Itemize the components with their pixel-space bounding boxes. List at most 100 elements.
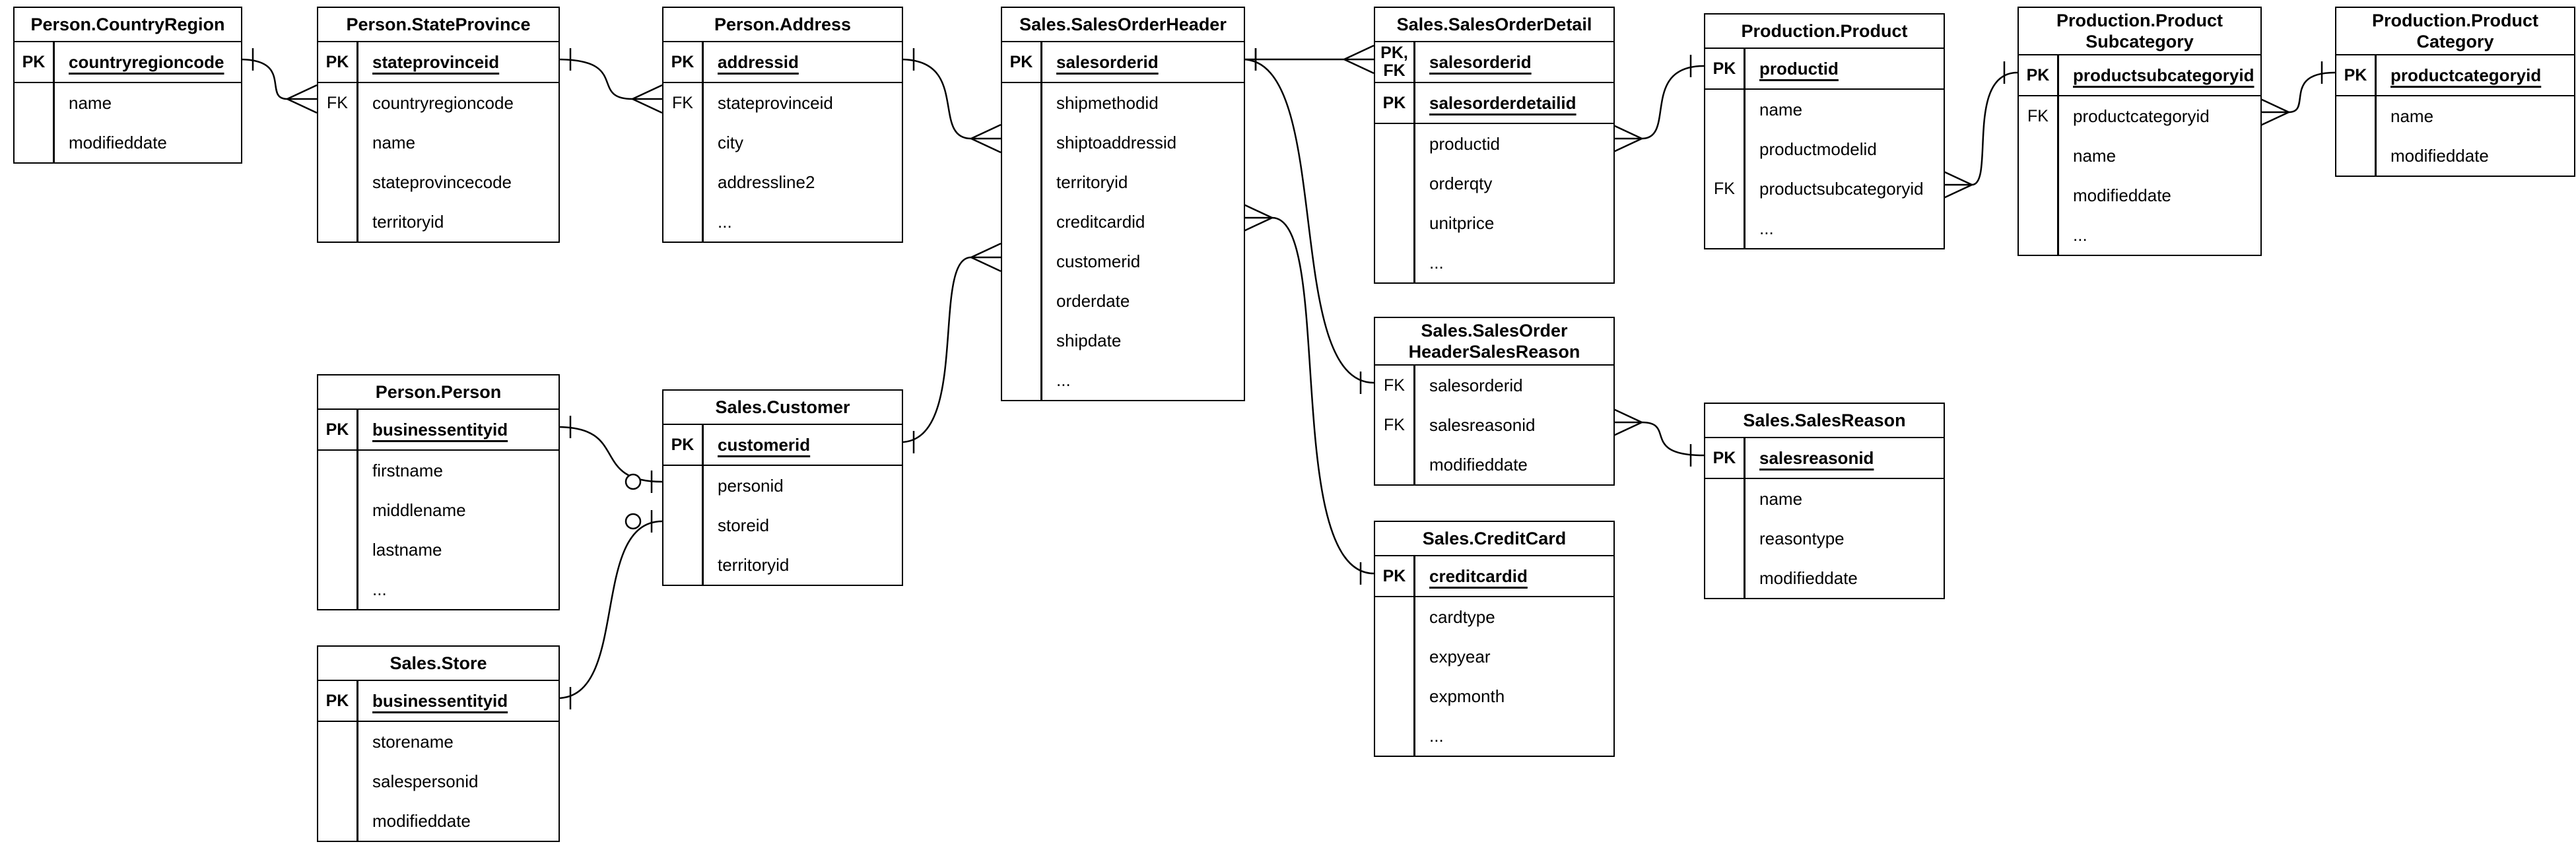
key-cell: PK — [22, 52, 46, 71]
connector-marker — [1611, 123, 1643, 140]
field-row: name — [2336, 96, 2574, 136]
field-name: ... — [2073, 224, 2087, 245]
connector-marker — [1942, 183, 1973, 200]
field-name: expyear — [1429, 646, 1491, 667]
field-name: productid — [1429, 133, 1500, 154]
field-name: storeid — [718, 515, 770, 535]
key-cell: FK — [1384, 415, 1405, 434]
field-row: name — [1705, 479, 1944, 519]
connector-address-to-salesorderheader — [900, 58, 972, 140]
connector-marker — [1242, 216, 1273, 233]
field-name: countryregioncode — [372, 92, 514, 113]
field-name: modifieddate — [2390, 145, 2489, 166]
connector-person-to-customer — [557, 426, 663, 483]
field-name: addressline2 — [718, 172, 815, 192]
field-name: shipdate — [1056, 330, 1122, 350]
field-row: salespersonid — [318, 762, 559, 801]
key-cell: PK — [1712, 59, 1736, 78]
connector-marker — [970, 242, 1001, 259]
field-name: name — [2073, 145, 2117, 166]
field-row: city — [663, 123, 902, 162]
connector-salesreason-to-salesorderheadersalesreason — [1641, 421, 1705, 457]
table-title: Production.Product Category — [2336, 8, 2574, 55]
field-name: name — [1759, 488, 1803, 509]
field-row: shiptoaddressid — [1002, 123, 1244, 162]
connector-marker — [287, 84, 318, 100]
field-name: salesorderid — [1429, 375, 1523, 395]
field-row: shipdate — [1002, 321, 1244, 360]
connector-stateprovince-to-address — [557, 58, 633, 100]
field-name: stateprovinceid — [718, 92, 833, 113]
key-cell: FK — [672, 93, 693, 112]
field-row: ... — [1375, 243, 1613, 282]
connector-marker — [632, 98, 663, 114]
connector-productcategory-to-productsubcategory — [2288, 71, 2336, 114]
key-cell: PK — [1009, 52, 1033, 71]
field-row: name — [318, 123, 559, 162]
field-name: productcategoryid — [2073, 106, 2210, 126]
key-column-divider — [702, 42, 704, 242]
field-row: storename — [318, 722, 559, 762]
connector-marker — [1343, 58, 1374, 75]
field-name: modifieddate — [1759, 568, 1858, 588]
key-cell: FK — [327, 93, 348, 112]
field-name: businessentityid — [372, 690, 508, 711]
connector-marker — [1942, 170, 1973, 186]
table-title: Sales.Customer — [663, 391, 902, 425]
field-row: modifieddate — [15, 123, 241, 162]
connector-countryregion-to-stateprovince — [239, 58, 288, 100]
field-name: ... — [1429, 252, 1444, 273]
connector-marker — [970, 123, 1001, 140]
field-name: countryregioncode — [69, 51, 224, 72]
key-cell: PK — [2026, 65, 2050, 84]
key-column-divider — [1744, 438, 1746, 598]
field-name: territoryid — [372, 211, 444, 232]
field-row: cardtype — [1375, 597, 1613, 637]
field-row: modifieddate — [2336, 136, 2574, 176]
field-name: city — [718, 132, 743, 152]
connector-customer-to-salesorderheader — [900, 256, 972, 443]
key-cell: FK — [1714, 179, 1735, 198]
connector-product-to-salesorderdetail — [1641, 65, 1705, 140]
field-row: expmonth — [1375, 676, 1613, 716]
field-name: storename — [372, 731, 454, 752]
field-row: ... — [1375, 716, 1613, 756]
field-row: name — [15, 83, 241, 123]
table-title: Person.CountryRegion — [15, 8, 241, 42]
zero-circle — [625, 513, 642, 530]
field-row: middlename — [318, 490, 559, 530]
